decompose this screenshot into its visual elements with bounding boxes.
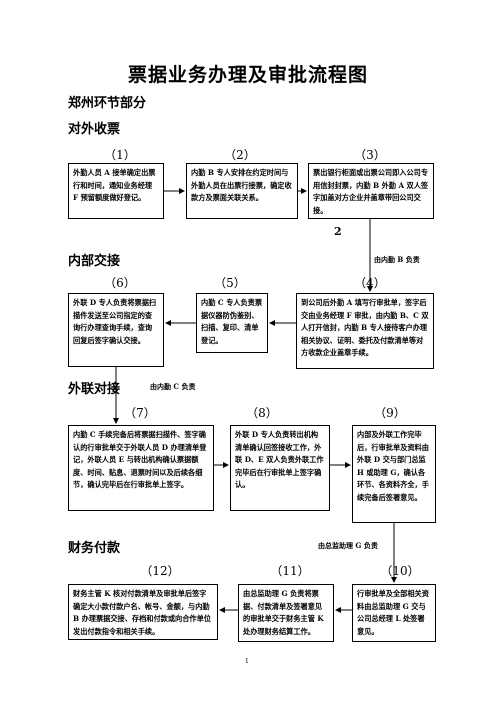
step-number-1: （1）: [104, 148, 136, 162]
page-number: 1: [245, 658, 249, 665]
owner-note-b: 由内勤 B 负责: [374, 255, 420, 264]
section-external-collection: 对外收票: [68, 122, 121, 137]
step-box-9: 内部及外联工作完毕后，行审批单及资料由外联 D 交与部门总监 H 或助理 G，确…: [352, 425, 436, 523]
step-number-6: （6）: [104, 276, 136, 290]
step-number-3: （3）: [354, 148, 386, 162]
section-internal-handover: 内部交接: [68, 254, 121, 269]
section-external-liaison: 外联对接: [68, 382, 121, 397]
page-title: 票据业务办理及审批流程图: [127, 64, 368, 86]
step-number-8: （8）: [246, 406, 278, 420]
step-number-10: （10）: [380, 564, 420, 578]
step-box-3: 票出银行柜面或出票公司即入公司专用信封封票，内勤 B 外勤 A 双人签字加盖对方…: [308, 163, 434, 219]
step-number-12: （12）: [140, 564, 180, 578]
step-box-6: 外联 D 专人负责将票据扫描件发送至公司指定的查询行办理查询手续，查询回复后签字…: [68, 293, 164, 367]
step-marker-2: 2: [334, 225, 342, 238]
section-finance-payment: 财务付款: [68, 541, 121, 556]
step-number-2: （2）: [224, 148, 256, 162]
owner-note-c: 由内勤 C 负责: [150, 382, 196, 391]
owner-note-g: 由总监助理 G 负责: [318, 541, 378, 550]
step-number-7: （7）: [124, 406, 156, 420]
step-box-8: 外联 D 专人负责转出机构清单确认回签接收工作，外联 D、E 双人负责外联工作完…: [230, 425, 330, 511]
step-box-2: 内勤 B 专人安排在约定时间与外勤人员在出票行接票，确定收款方及票面关联关系。: [186, 163, 298, 219]
step-box-5: 内勤 C 专人负责票据仪器防伪鉴别、扫描、复印、清单登记。: [196, 293, 268, 353]
step-box-10: 行审批单及全部相关资料由总监助理 G 交与公司总经理 L 处签署意见。: [352, 584, 436, 642]
step-number-5: （5）: [214, 276, 246, 290]
step-box-4: 到公司后外勤 A 填写行审批单，签字后交由业务经理 F 审批，由内勤 B、C 双…: [296, 293, 434, 369]
step-number-9: （9）: [374, 406, 406, 420]
step-box-12: 财务主管 K 核对付款清单及审批单后签字确定大小款付款户名、帐号、金额，与内勤 …: [68, 584, 218, 640]
step-box-11: 由总监助理 G 负责将票据、付款清单及签署意见的审批单交于财务主管 K 处办理财…: [238, 584, 334, 642]
section-zhengzhou: 郑州环节部分: [68, 96, 147, 111]
step-box-7: 内勤 C 手续完备后将票据扫描件、签字确认的行审批单交于外联人员 D 办理清单登…: [68, 425, 214, 511]
step-number-11: （11）: [270, 564, 310, 578]
step-box-1: 外勤人员 A 接单确定出票行和时间，通知业务经理 F 预留额度做好登记。: [68, 163, 164, 219]
